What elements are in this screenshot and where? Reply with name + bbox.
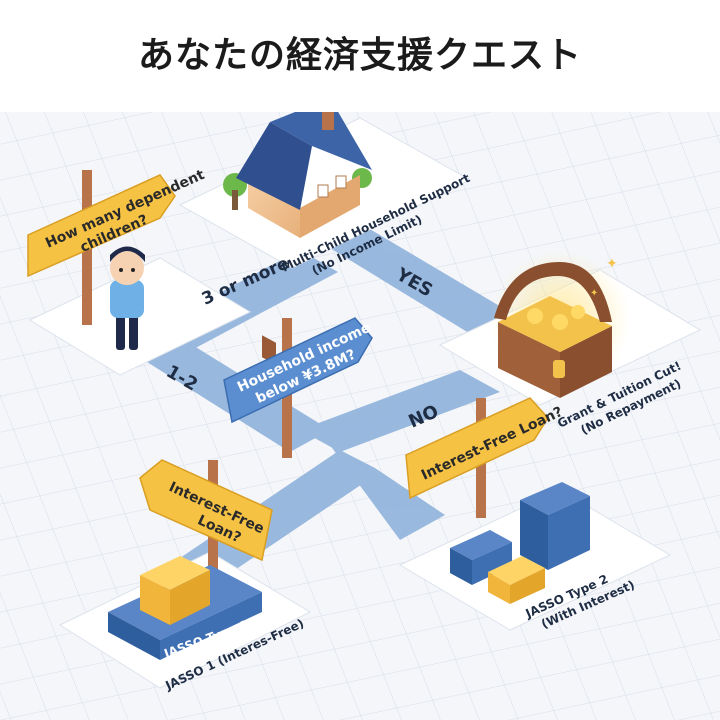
page-title: あなたの経済支援クエスト [0, 0, 720, 112]
boy-character [110, 246, 145, 350]
sign-board [223, 317, 373, 424]
house-icon [223, 98, 372, 365]
treasure-chest-icon: ✦ ✦ [490, 250, 630, 398]
sparkle-icon: ✦ [606, 256, 618, 272]
path-yes [330, 228, 540, 352]
path-no [300, 370, 500, 452]
jasso2-blocks [450, 482, 590, 604]
sign-board [139, 459, 273, 562]
sign-board [27, 174, 176, 278]
sign-board [405, 397, 549, 500]
path-to-jasso1 [180, 450, 380, 580]
jasso1-blocks: JASSO Type 1 [108, 556, 262, 661]
sparkle-icon: ✦ [590, 288, 598, 299]
